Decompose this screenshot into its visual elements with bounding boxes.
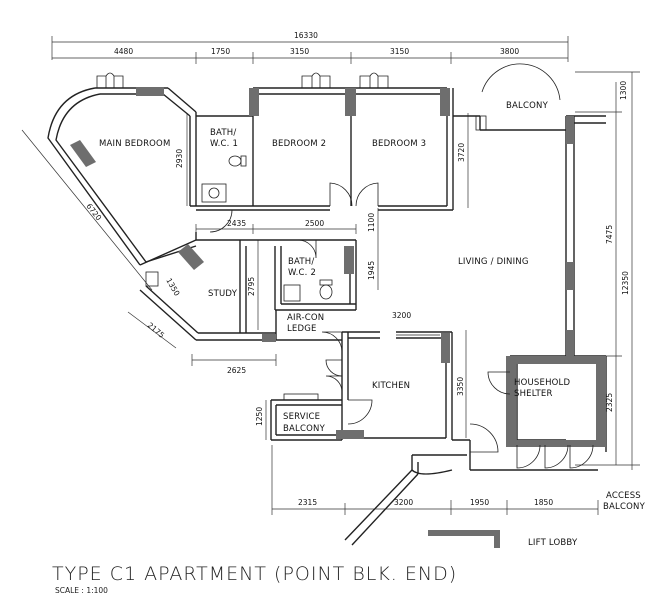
- dim-2175: 2175: [146, 321, 167, 340]
- bath-wc1-label-2: W.C. 1: [210, 139, 238, 149]
- dim-6720: 6720: [84, 202, 103, 223]
- balcony-label: BALCONY: [506, 101, 549, 111]
- access-label-1: ACCESS: [606, 491, 641, 501]
- bathtub-icon: [201, 183, 227, 203]
- service-label-2: BALCONY: [283, 424, 326, 434]
- drawing-scale: SCALE : 1:100: [55, 586, 108, 595]
- main-bedroom-label: MAIN BEDROOM: [99, 139, 170, 149]
- toilet-2-icon: [319, 284, 333, 300]
- bath-wc2-label-1: BATH/: [288, 257, 314, 267]
- drawing-title: TYPE C1 APARTMENT (POINT BLK. END): [52, 563, 457, 585]
- aircon-label-2: LEDGE: [287, 324, 317, 334]
- dim-2435: 2435: [227, 219, 246, 228]
- dim-7475: 7475: [605, 225, 614, 244]
- dim-12350: 12350: [621, 271, 630, 295]
- fixtures: [201, 155, 440, 401]
- service-label-1: SERVICE: [283, 412, 320, 422]
- study-label: STUDY: [208, 289, 238, 299]
- walls: [47, 87, 607, 546]
- dim-2315: 2315: [298, 498, 317, 507]
- bedroom3-label: BEDROOM 3: [372, 139, 426, 149]
- aircon-label-1: AIR-CON: [287, 313, 324, 323]
- dim-overall: 16330: [294, 31, 318, 40]
- dim-3720: 3720: [457, 143, 466, 162]
- dim-1300: 1300: [619, 81, 628, 100]
- dim-2325: 2325: [605, 393, 614, 412]
- windows: [96, 72, 487, 287]
- dim-2795: 2795: [247, 277, 256, 296]
- access-label-2: BALCONY: [603, 502, 646, 512]
- basin-icon: [283, 284, 301, 302]
- bath-wc1-label-1: BATH/: [210, 128, 236, 138]
- lift-lobby-label: LIFT LOBBY: [528, 538, 578, 548]
- room-labels: MAIN BEDROOM BATH/ W.C. 1 BEDROOM 2 BEDR…: [99, 101, 646, 548]
- bedroom2-label: BEDROOM 2: [272, 139, 326, 149]
- dim-3200-kitchen: 3200: [392, 311, 411, 320]
- household-label-2: SHELTER: [514, 389, 553, 399]
- dim-3200-bottom: 3200: [394, 498, 413, 507]
- dim-3350: 3350: [456, 377, 465, 396]
- dim-3150a: 3150: [290, 47, 309, 56]
- household-label-1: HOUSEHOLD: [514, 378, 570, 388]
- columns: [70, 87, 606, 548]
- dim-1850: 1850: [534, 498, 553, 507]
- dim-2500: 2500: [305, 219, 324, 228]
- dim-3800: 3800: [500, 47, 519, 56]
- kitchen-label: KITCHEN: [372, 381, 410, 391]
- dim-2625: 2625: [227, 366, 246, 375]
- dim-3150b: 3150: [390, 47, 409, 56]
- doors: [209, 63, 594, 469]
- dim-1950: 1950: [470, 498, 489, 507]
- living-dining-label: LIVING / DINING: [458, 257, 529, 267]
- dim-1350: 1350: [164, 277, 181, 298]
- bath-wc2-label-2: W.C. 2: [288, 268, 316, 278]
- dim-1100: 1100: [367, 213, 376, 232]
- dim-1945: 1945: [367, 261, 376, 280]
- dim-4480: 4480: [114, 47, 133, 56]
- dim-2930: 2930: [175, 149, 184, 168]
- dim-1250: 1250: [255, 407, 264, 426]
- toilet-icon: [228, 155, 242, 167]
- dim-1750: 1750: [211, 47, 230, 56]
